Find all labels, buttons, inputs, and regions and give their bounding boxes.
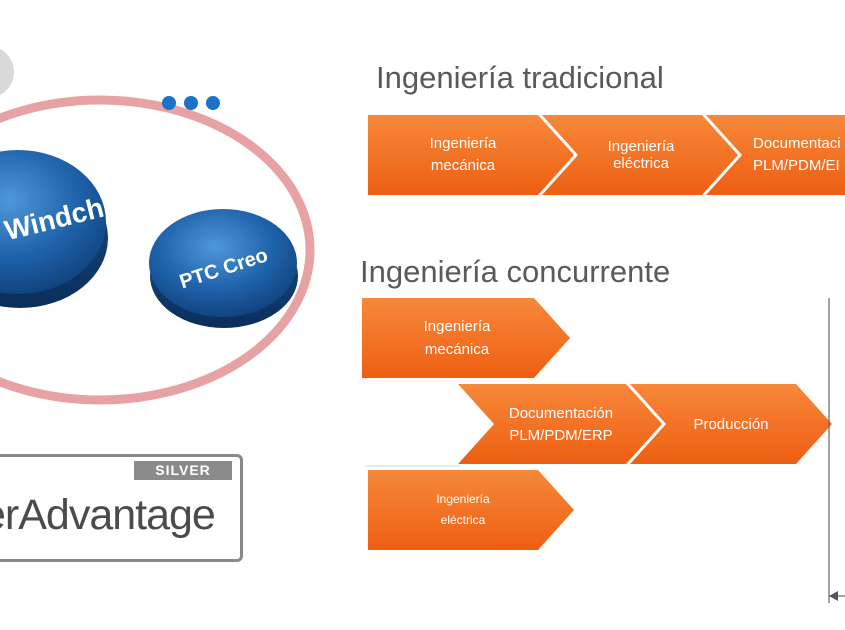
- creo-logo: PTC Creo: [149, 209, 298, 328]
- badge-dot: [206, 96, 220, 110]
- trad-step-3-line1: Documentaci: [753, 135, 841, 152]
- conc-step-mecanica: [362, 298, 570, 378]
- concurrent-title: Ingeniería concurrente: [360, 254, 671, 289]
- trad-step-2-line1: Ingeniería: [608, 138, 675, 155]
- trad-step-1-line2: mecánica: [431, 157, 496, 174]
- partner-advantage-badge: SILVER erAdvantage: [0, 454, 243, 562]
- trad-step-2: [542, 115, 738, 195]
- badge-program-name: erAdvantage: [0, 491, 216, 539]
- conc-step-documentacion: [458, 384, 662, 464]
- windchill-logo: Windchill: [0, 150, 129, 308]
- badge-dots: [162, 96, 228, 112]
- conc-step-produccion-line1: Producción: [693, 416, 768, 433]
- traditional-process: Ingeniería mecánica Ingeniería eléctrica…: [368, 115, 845, 195]
- badge-tier-label: SILVER: [134, 461, 232, 480]
- orbit-ring: [0, 95, 315, 405]
- badge-dot: [184, 96, 198, 110]
- badge-dot: [162, 96, 176, 110]
- conc-step-mecanica-line1: Ingeniería: [424, 318, 491, 335]
- conc-step-produccion: [630, 384, 832, 464]
- traditional-title: Ingeniería tradicional: [376, 60, 664, 95]
- conc-step-documentacion-line1: Documentación: [509, 405, 613, 422]
- trad-step-1-line1: Ingeniería: [430, 135, 497, 152]
- conc-step-documentacion-line2: PLM/PDM/ERP: [509, 427, 612, 444]
- conc-step-mecanica-line2: mecánica: [425, 341, 490, 358]
- trad-step-3-line2: PLM/PDM/EI: [753, 157, 840, 174]
- trad-step-1: [368, 115, 574, 195]
- trad-step-2-line2: eléctrica: [613, 155, 670, 172]
- trad-step-3: [706, 115, 845, 195]
- concurrent-process: Ingeniería mecánica Documentación PLM/PD…: [362, 298, 832, 550]
- conc-step-electrica: [368, 470, 574, 550]
- conc-step-electrica-line1: Ingeniería: [436, 492, 490, 506]
- gray-sphere: [0, 48, 14, 96]
- timeline-marker: [828, 298, 845, 603]
- conc-step-electrica-line2: eléctrica: [441, 513, 486, 527]
